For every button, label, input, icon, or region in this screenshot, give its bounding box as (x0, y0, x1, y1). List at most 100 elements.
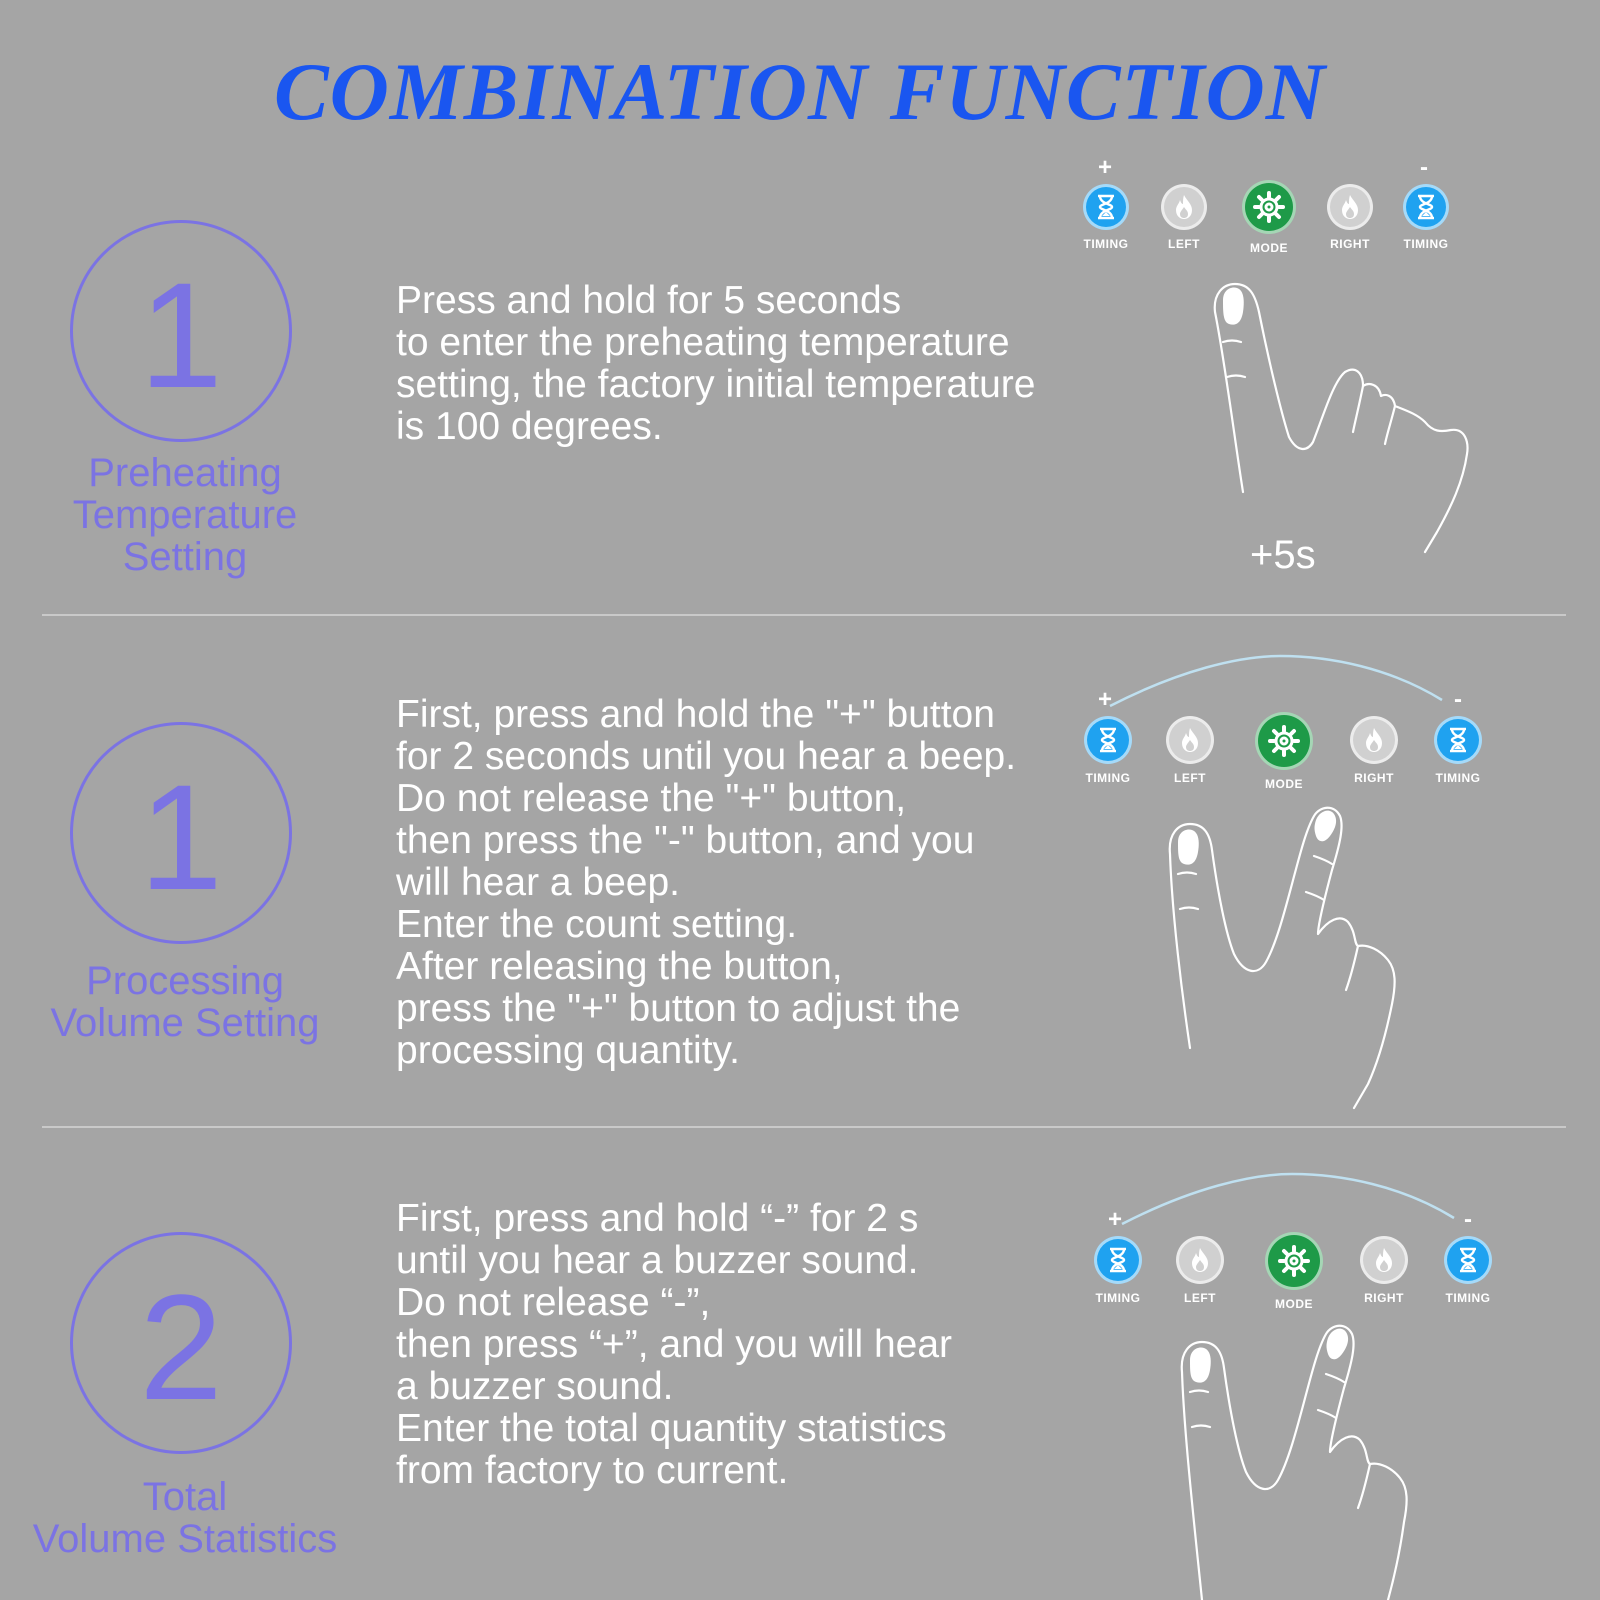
timing-plus-button[interactable]: TIMING (1078, 716, 1138, 785)
single-finger-hand-icon (1213, 282, 1469, 554)
timing-plus-button[interactable]: TIMING (1076, 184, 1136, 251)
flame-icon (1161, 184, 1207, 230)
press-together-arc (1121, 1172, 1455, 1226)
description-line: Enter the total quantity statistics (396, 1407, 947, 1450)
plus-sign: + (1098, 154, 1113, 181)
step-3-label: Total Volume Statistics (10, 1476, 360, 1560)
step-number: 2 (139, 1263, 223, 1431)
hourglass-icon (1403, 184, 1449, 230)
control-panel-3: + - TIMING LEFT MODE RIGHT TIMING (1090, 1206, 1510, 1316)
right-button[interactable]: RIGHT (1344, 716, 1404, 785)
description-line: then press the "-" button, and you (396, 819, 975, 862)
gear-icon (1265, 1232, 1323, 1290)
timing-label: TIMING (1445, 1291, 1491, 1305)
step-1-label: Preheating Temperature Setting (10, 452, 360, 578)
step-label-line: Volume Setting (50, 1001, 320, 1045)
press-together-arc (1109, 654, 1443, 708)
two-finger-hand-icon (1180, 1324, 1408, 1600)
description-line: Do not release “-”, (396, 1281, 711, 1324)
description-line: will hear a beep. (396, 861, 681, 904)
step-label-line: Temperature (72, 493, 298, 537)
page-title: COMBINATION FUNCTION (273, 46, 1326, 137)
right-label: RIGHT (1364, 1291, 1404, 1305)
description-line: After releasing the button, (396, 945, 843, 988)
minus-sign: - (1454, 686, 1462, 713)
hourglass-icon (1094, 1236, 1142, 1284)
mode-label: MODE (1250, 241, 1288, 255)
description-line: processing quantity. (396, 1029, 740, 1072)
step-2-description: First, press and hold the "+" button for… (396, 694, 1086, 1072)
gear-icon (1242, 180, 1296, 234)
flame-icon (1176, 1236, 1224, 1284)
description-line: Enter the count setting. (396, 903, 798, 946)
description-line: setting, the factory initial temperature (396, 363, 1036, 406)
flame-icon (1166, 716, 1214, 764)
left-button[interactable]: LEFT (1170, 1236, 1230, 1305)
gear-icon (1255, 712, 1313, 770)
timing-minus-button[interactable]: TIMING (1396, 184, 1456, 251)
step-label-line: Volume Statistics (32, 1517, 338, 1561)
step-label-line: Processing (86, 959, 284, 1003)
description-line: is 100 degrees. (396, 405, 663, 448)
two-finger-hand-icon (1168, 806, 1396, 1110)
left-label: LEFT (1174, 771, 1206, 785)
mode-label: MODE (1265, 777, 1303, 791)
mode-button[interactable]: MODE (1257, 1232, 1331, 1311)
right-label: RIGHT (1330, 237, 1370, 251)
description-line: from factory to current. (396, 1449, 789, 1492)
minus-sign: - (1464, 1206, 1472, 1233)
timing-plus-button[interactable]: TIMING (1088, 1236, 1148, 1305)
left-button[interactable]: LEFT (1154, 184, 1214, 251)
plus-sign: + (1108, 1206, 1123, 1233)
step-2-number-circle: 1 (70, 722, 292, 944)
description-line: Press and hold for 5 seconds (396, 279, 902, 322)
description-line: then press “+”, and you will hear (396, 1323, 953, 1366)
mode-label: MODE (1275, 1297, 1313, 1311)
left-label: LEFT (1184, 1291, 1216, 1305)
timing-label: TIMING (1083, 237, 1129, 251)
plus-sign: + (1098, 686, 1113, 713)
hourglass-icon (1084, 716, 1132, 764)
step-3-number-circle: 2 (70, 1232, 292, 1454)
description-line: First, press and hold “-” for 2 s (396, 1197, 919, 1240)
step-number: 1 (139, 753, 223, 921)
timing-label: TIMING (1435, 771, 1481, 785)
mode-button[interactable]: MODE (1234, 180, 1304, 255)
step-1-number-circle: 1 (70, 220, 292, 442)
description-line: a buzzer sound. (396, 1365, 674, 1408)
step-2-label: Processing Volume Setting (10, 960, 360, 1044)
description-line: for 2 seconds until you hear a beep. (396, 735, 1017, 778)
control-panel-2: + - TIMING LEFT MODE RIGHT TIMING (1080, 686, 1500, 796)
section-divider (42, 1126, 1566, 1128)
section-divider (42, 614, 1566, 616)
description-line: to enter the preheating temperature (396, 321, 1010, 364)
right-label: RIGHT (1354, 771, 1394, 785)
timing-label: TIMING (1085, 771, 1131, 785)
flame-icon (1327, 184, 1373, 230)
left-button[interactable]: LEFT (1160, 716, 1220, 785)
timing-minus-button[interactable]: TIMING (1428, 716, 1488, 785)
timing-label: TIMING (1095, 1291, 1141, 1305)
timing-minus-button[interactable]: TIMING (1438, 1236, 1498, 1305)
flame-icon (1350, 716, 1398, 764)
step-label-line: Preheating (88, 451, 282, 495)
hourglass-icon (1434, 716, 1482, 764)
hourglass-icon (1083, 184, 1129, 230)
hold-time-label: +5s (1250, 533, 1316, 577)
step-1-description: Press and hold for 5 seconds to enter th… (396, 280, 1086, 448)
flame-icon (1360, 1236, 1408, 1284)
right-button[interactable]: RIGHT (1320, 184, 1380, 251)
minus-sign: - (1420, 154, 1428, 181)
description-line: until you hear a buzzer sound. (396, 1239, 919, 1282)
step-label-line: Setting (122, 535, 248, 579)
description-line: Do not release the "+" button, (396, 777, 907, 820)
description-line: press the "+" button to adjust the (396, 987, 961, 1030)
right-button[interactable]: RIGHT (1354, 1236, 1414, 1305)
control-panel-1: + - TIMING LEFT MODE RIGHT TIMING (1076, 154, 1478, 255)
description-line: First, press and hold the "+" button (396, 693, 995, 736)
timing-label: TIMING (1403, 237, 1449, 251)
step-label-line: Total (142, 1475, 228, 1519)
mode-button[interactable]: MODE (1247, 712, 1321, 791)
step-3-description: First, press and hold “-” for 2 s until … (396, 1198, 1086, 1492)
hourglass-icon (1444, 1236, 1492, 1284)
